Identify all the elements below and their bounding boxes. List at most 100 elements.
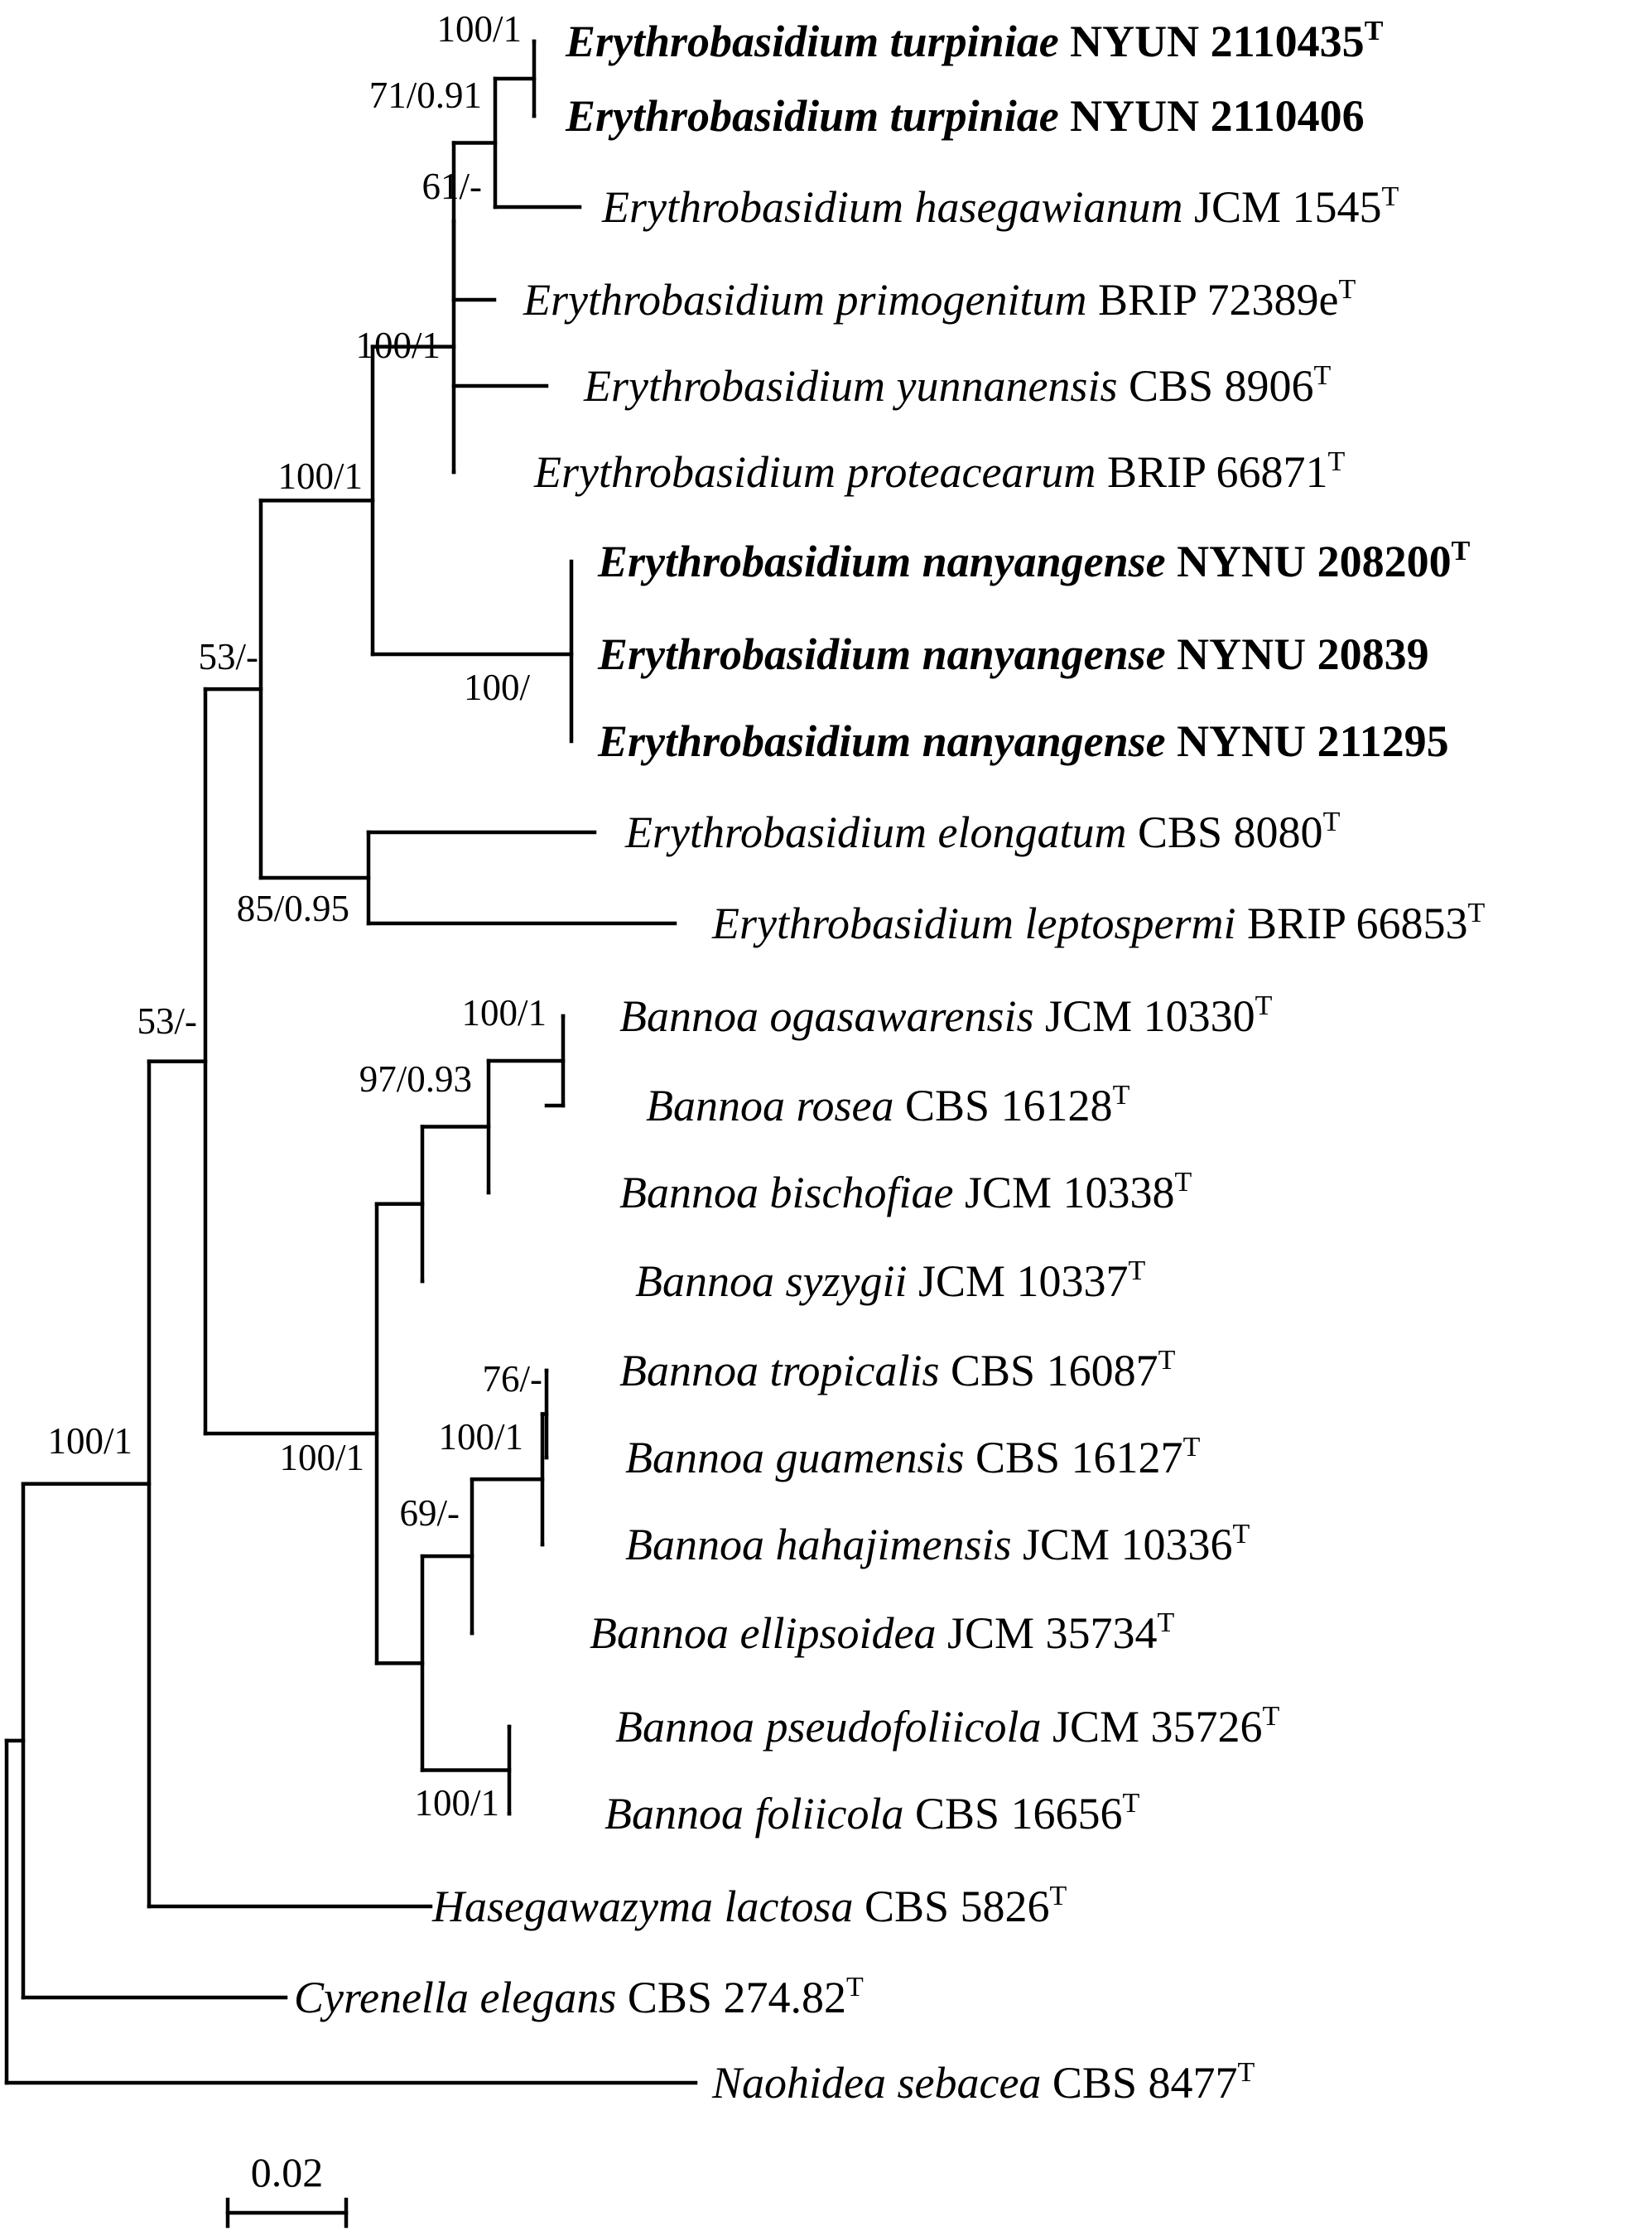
type-strain-marker: T bbox=[1233, 1519, 1250, 1549]
type-strain-marker: T bbox=[1327, 446, 1345, 477]
taxon-species: Bannoa foliicola bbox=[604, 1789, 903, 1838]
support-value-s_fol: 100/1 bbox=[414, 1782, 499, 1824]
type-strain-marker: T bbox=[1255, 990, 1273, 1021]
taxon-label-t3: Erythrobasidium hasegawianum JCM 1545T bbox=[601, 181, 1399, 232]
support-value-s_trop_hah: 100/1 bbox=[438, 1416, 523, 1458]
taxon-label-t24: Naohidea sebacea CBS 8477T bbox=[711, 2057, 1255, 2108]
type-strain-marker: T bbox=[1129, 1255, 1146, 1286]
support-value-s_core: 100/1 bbox=[355, 325, 441, 366]
support-value-s_turpiniae: 100/1 bbox=[436, 8, 522, 50]
taxon-species: Bannoa syzygii bbox=[635, 1256, 907, 1306]
taxon-label-t17: Bannoa guamensis CBS 16127T bbox=[625, 1432, 1201, 1482]
support-value-s_ery: 53/- bbox=[199, 636, 259, 677]
support-value-s_ogas: 100/1 bbox=[461, 992, 547, 1034]
taxon-strain: JCM 10330 bbox=[1034, 991, 1255, 1041]
taxon-species: Erythrobasidium leptospermi bbox=[711, 899, 1235, 948]
taxon-species: Bannoa pseudofoliicola bbox=[615, 1702, 1041, 1752]
type-strain-marker: T bbox=[1158, 1345, 1176, 1376]
support-value-s_elong: 85/0.95 bbox=[237, 888, 349, 929]
taxon-species: Erythrobasidium nanyangense bbox=[597, 716, 1166, 766]
taxon-label-t16: Bannoa tropicalis CBS 16087T bbox=[619, 1345, 1176, 1395]
taxon-strain: JCM 10337 bbox=[907, 1256, 1128, 1306]
taxon-strain: CBS 8477 bbox=[1041, 2058, 1237, 2108]
taxon-label-t6: Erythrobasidium proteacearum BRIP 66871T bbox=[533, 446, 1345, 497]
taxon-label-t9: Erythrobasidium nanyangense NYNU 211295 bbox=[597, 716, 1449, 766]
support-value-s_trop: 76/- bbox=[483, 1358, 543, 1400]
taxon-label-t14: Bannoa bischofiae JCM 10338T bbox=[619, 1167, 1192, 1217]
taxon-species: Bannoa ogasawarensis bbox=[619, 991, 1034, 1041]
taxon-label-t21: Bannoa foliicola CBS 16656T bbox=[604, 1788, 1140, 1838]
taxon-label-t4: Erythrobasidium primogenitum BRIP 72389e… bbox=[523, 274, 1356, 325]
taxon-strain: NYUN 2110435 bbox=[1059, 17, 1365, 66]
taxon-strain: JCM 35726 bbox=[1041, 1702, 1262, 1752]
support-value-s_bannoa: 100/1 bbox=[279, 1437, 364, 1478]
taxon-strain: JCM 35734 bbox=[936, 1608, 1157, 1658]
type-strain-marker: T bbox=[1382, 181, 1399, 212]
support-value-s_nanyang: 100/ bbox=[464, 667, 531, 708]
taxon-label-t20: Bannoa pseudofoliicola JCM 35726T bbox=[615, 1701, 1280, 1752]
taxon-species: Cyrenella elegans bbox=[294, 1973, 616, 2022]
taxon-strain: CBS 8080 bbox=[1126, 807, 1322, 857]
taxon-label-t12: Bannoa ogasawarensis JCM 10330T bbox=[619, 990, 1273, 1041]
taxon-label-t10: Erythrobasidium elongatum CBS 8080T bbox=[624, 807, 1341, 857]
taxon-label-t11: Erythrobasidium leptospermi BRIP 66853T bbox=[711, 898, 1486, 948]
taxon-strain: CBS 16128 bbox=[893, 1081, 1112, 1130]
type-strain-marker: T bbox=[1175, 1167, 1192, 1198]
support-value-s_root: 100/1 bbox=[47, 1420, 132, 1462]
type-strain-marker: T bbox=[1183, 1432, 1201, 1463]
scale-bar-label: 0.02 bbox=[251, 2149, 324, 2195]
support-value-s_ery_bannoa: 53/- bbox=[137, 1000, 198, 1042]
taxon-strain: BRIP 66871 bbox=[1096, 447, 1327, 497]
type-strain-marker: T bbox=[1339, 274, 1356, 305]
support-value-s_hah_ell: 69/- bbox=[400, 1492, 460, 1534]
taxon-species: Bannoa rosea bbox=[646, 1081, 893, 1130]
taxon-label-t15: Bannoa syzygii JCM 10337T bbox=[635, 1255, 1146, 1306]
taxon-label-t7: Erythrobasidium nanyangense NYNU 208200T bbox=[597, 536, 1471, 586]
taxon-species: Bannoa hahajimensis bbox=[625, 1520, 1012, 1569]
type-strain-marker: T bbox=[846, 1972, 864, 2002]
taxon-species: Erythrobasidium nanyangense bbox=[597, 629, 1166, 679]
taxon-label-t2: Erythrobasidium turpiniae NYUN 2110406 bbox=[565, 91, 1365, 141]
support-value-s_turp_hase: 71/0.91 bbox=[369, 75, 482, 116]
taxon-label-t23: Cyrenella elegans CBS 274.82T bbox=[294, 1972, 864, 2022]
support-value-s_ery_a: 100/1 bbox=[277, 455, 363, 497]
taxon-label-t1: Erythrobasidium turpiniae NYUN 2110435T bbox=[565, 16, 1384, 66]
taxon-strain: JCM 10336 bbox=[1012, 1520, 1233, 1569]
taxon-label-t5: Erythrobasidium yunnanensis CBS 8906T bbox=[583, 360, 1332, 411]
taxon-strain: CBS 8906 bbox=[1117, 361, 1313, 411]
type-strain-marker: T bbox=[1468, 898, 1486, 928]
taxon-strain: JCM 1545 bbox=[1183, 182, 1382, 232]
type-strain-marker: T bbox=[1237, 2057, 1255, 2088]
taxon-species: Erythrobasidium turpiniae bbox=[565, 17, 1059, 66]
taxon-species: Naohidea sebacea bbox=[711, 2058, 1041, 2108]
support-value-s_ogas_bisch: 97/0.93 bbox=[359, 1058, 472, 1100]
taxon-label-t19: Bannoa ellipsoidea JCM 35734T bbox=[590, 1607, 1175, 1658]
taxon-species: Bannoa tropicalis bbox=[619, 1346, 940, 1395]
taxon-label-t8: Erythrobasidium nanyangense NYNU 20839 bbox=[597, 629, 1429, 679]
taxon-species: Bannoa guamensis bbox=[625, 1433, 964, 1482]
type-strain-marker: T bbox=[1050, 1881, 1067, 1911]
taxon-strain: NYNU 208200 bbox=[1166, 537, 1452, 586]
taxon-species: Erythrobasidium turpiniae bbox=[565, 91, 1059, 141]
type-strain-marker: T bbox=[1113, 1080, 1130, 1111]
type-strain-marker: T bbox=[1365, 16, 1384, 46]
type-strain-marker: T bbox=[1452, 536, 1471, 566]
support-value-s_prim: 61/- bbox=[422, 166, 483, 207]
taxon-species: Bannoa ellipsoidea bbox=[590, 1608, 936, 1658]
taxon-strain: CBS 274.82 bbox=[616, 1973, 846, 2022]
taxon-strain: NYUN 2110406 bbox=[1059, 91, 1365, 141]
taxon-species: Erythrobasidium nanyangense bbox=[597, 537, 1166, 586]
taxon-species: Erythrobasidium yunnanensis bbox=[583, 361, 1117, 411]
taxon-strain: NYNU 20839 bbox=[1166, 629, 1429, 679]
taxon-strain: CBS 16127 bbox=[964, 1433, 1182, 1482]
taxon-species: Hasegawazyma lactosa bbox=[431, 1882, 853, 1931]
taxon-label-t22: Hasegawazyma lactosa CBS 5826T bbox=[431, 1881, 1067, 1931]
taxon-species: Erythrobasidium primogenitum bbox=[523, 275, 1086, 325]
taxon-label-t18: Bannoa hahajimensis JCM 10336T bbox=[625, 1519, 1250, 1569]
taxon-strain: BRIP 66853 bbox=[1235, 899, 1467, 948]
type-strain-marker: T bbox=[1123, 1788, 1140, 1819]
type-strain-marker: T bbox=[1158, 1607, 1175, 1638]
type-strain-marker: T bbox=[1323, 807, 1341, 837]
